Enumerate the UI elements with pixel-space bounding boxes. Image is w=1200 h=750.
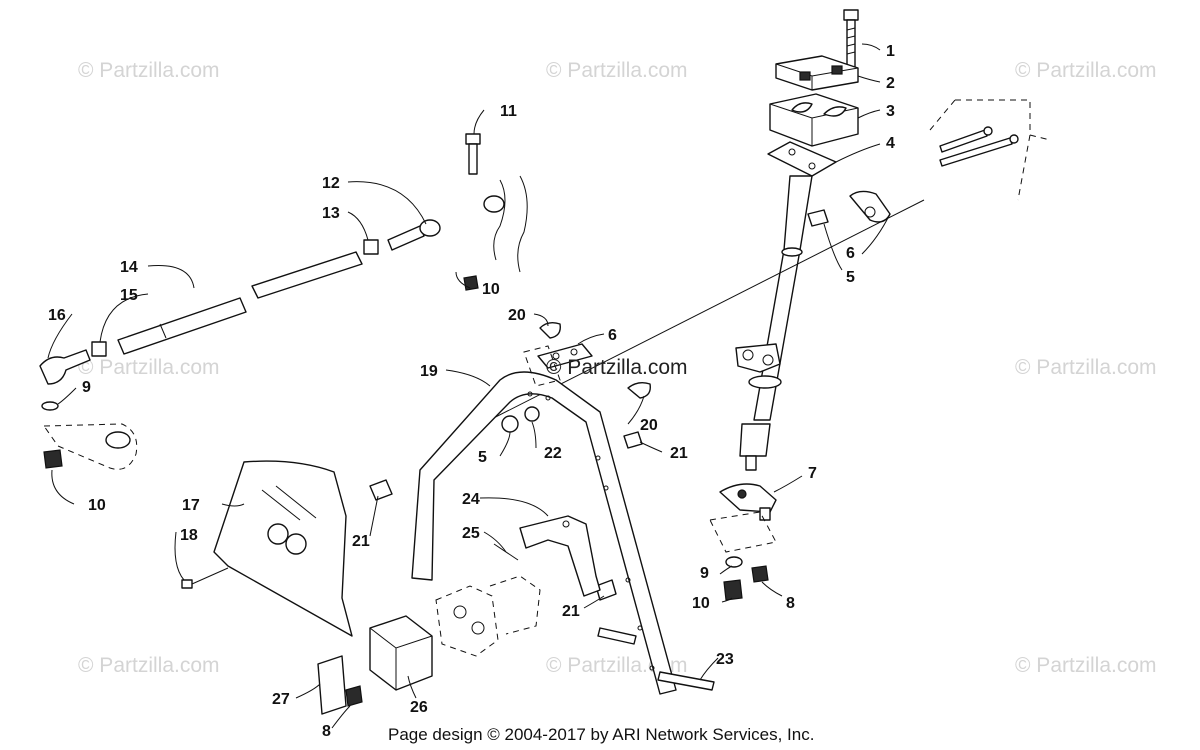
- callout-label: 10: [692, 595, 710, 612]
- callout-label: 5: [478, 449, 487, 466]
- tie-rod-part-14-end: [251, 251, 363, 299]
- watermark: © Partzilla.com: [1015, 59, 1157, 82]
- callout-label: 4: [886, 135, 895, 152]
- nut-part-13: [363, 239, 379, 255]
- steering-post-upper: [783, 175, 813, 251]
- callout-label: 20: [508, 307, 526, 324]
- nut-part-8: [751, 565, 769, 583]
- callout-label: 3: [886, 103, 895, 120]
- callout-label: 15: [120, 287, 138, 304]
- watermark-center: © Partzilla.com: [546, 356, 688, 379]
- callout-label: 11: [500, 103, 517, 120]
- watermark: © Partzilla.com: [78, 356, 220, 379]
- nut-part-15: [91, 341, 107, 357]
- washer-part-22: [524, 406, 540, 422]
- lower-holder-part-3: [769, 93, 859, 147]
- callout-label: 5: [846, 269, 855, 286]
- bolt-part-1: [843, 9, 859, 71]
- washer-part-9: [725, 556, 743, 568]
- callout-label: 25: [462, 525, 480, 542]
- hoop-frame-part-19: [411, 371, 677, 695]
- nut-part-10: [723, 579, 743, 601]
- callout-label: 27: [272, 691, 290, 708]
- windshield-part-17: [213, 460, 353, 637]
- callout-label: 7: [808, 465, 817, 482]
- bracket-part-27: [317, 655, 347, 715]
- ball-joint-part-12: [387, 225, 425, 251]
- washer-part-9: [41, 401, 59, 411]
- bushing-part-5: [807, 209, 829, 227]
- callout-label: 6: [608, 327, 617, 344]
- watermark: © Partzilla.com: [78, 654, 220, 677]
- watermark: © Partzilla.com: [78, 59, 220, 82]
- frame-sketch: [929, 99, 1051, 201]
- callout-label: 10: [482, 281, 500, 298]
- leader-lines: [47, 43, 891, 729]
- callout-label: 8: [322, 723, 331, 740]
- clamp-part-20: [627, 381, 651, 399]
- post-lower-cylinder: [739, 423, 771, 457]
- callout-label: 22: [544, 445, 562, 462]
- callout-label: 9: [82, 379, 91, 396]
- bolt-part-11: [465, 133, 481, 145]
- callout-label: 9: [700, 565, 709, 582]
- steering-arm-part-7: [719, 483, 777, 521]
- connector-part-21: [623, 431, 643, 449]
- callout-label: 24: [462, 491, 480, 508]
- callout-label: 21: [562, 603, 580, 620]
- nut-part-5: [501, 415, 519, 433]
- steering-post-tube: [753, 249, 801, 421]
- callout-label: 23: [716, 651, 734, 668]
- box-part-26: [369, 615, 433, 691]
- callout-label: 19: [420, 363, 438, 380]
- bracket-part-24: [519, 515, 601, 597]
- callout-label: 20: [640, 417, 658, 434]
- page-footer: Page design © 2004-2017 by ARI Network S…: [388, 725, 814, 744]
- bolt-part-23: [657, 671, 715, 691]
- callout-label: 2: [886, 75, 895, 92]
- middle-bracket-part-6: [523, 343, 593, 387]
- engine-actuator-assembly: [435, 575, 541, 657]
- callout-label: 18: [180, 527, 198, 544]
- connector-part-21: [369, 479, 393, 501]
- steering-post-assembly: [709, 9, 891, 553]
- connector-part-21: [595, 579, 617, 601]
- tie-rod-assembly: [39, 133, 528, 470]
- callout-label: 12: [322, 175, 340, 192]
- callout-label: 13: [322, 205, 340, 222]
- callout-label: 1: [886, 43, 895, 60]
- tie-rod-end-part-16: [39, 349, 91, 385]
- watermark: © Partzilla.com: [1015, 356, 1157, 379]
- nut-part-10: [463, 275, 479, 291]
- nut-part-8: [345, 685, 363, 707]
- callout-label: 10: [88, 497, 106, 514]
- callout-label: 6: [846, 245, 855, 262]
- tie-rod-part-14: [117, 297, 247, 355]
- callouts: 1 2 3 4 5 6 11 12 13 14 15 16 9 10 10 20…: [48, 43, 895, 740]
- watermarks: © Partzilla.com © Partzilla.com © Partzi…: [78, 59, 1157, 677]
- callout-label: 26: [410, 699, 428, 716]
- long-bolts: [939, 126, 1019, 167]
- callout-label: 16: [48, 307, 66, 324]
- nut-part-10: [43, 449, 63, 469]
- watermark: © Partzilla.com: [1015, 654, 1157, 677]
- clamp-part-20: [539, 321, 561, 339]
- callout-label: 21: [352, 533, 370, 550]
- callout-label: 8: [786, 595, 795, 612]
- upper-cap-part-2: [775, 55, 859, 91]
- screw-part-18: [181, 567, 229, 589]
- callout-label: 14: [120, 259, 138, 276]
- mount-plate-part-4: [767, 141, 837, 177]
- callout-label: 17: [182, 497, 200, 514]
- watermark: © Partzilla.com: [546, 59, 688, 82]
- callout-label: 21: [670, 445, 688, 462]
